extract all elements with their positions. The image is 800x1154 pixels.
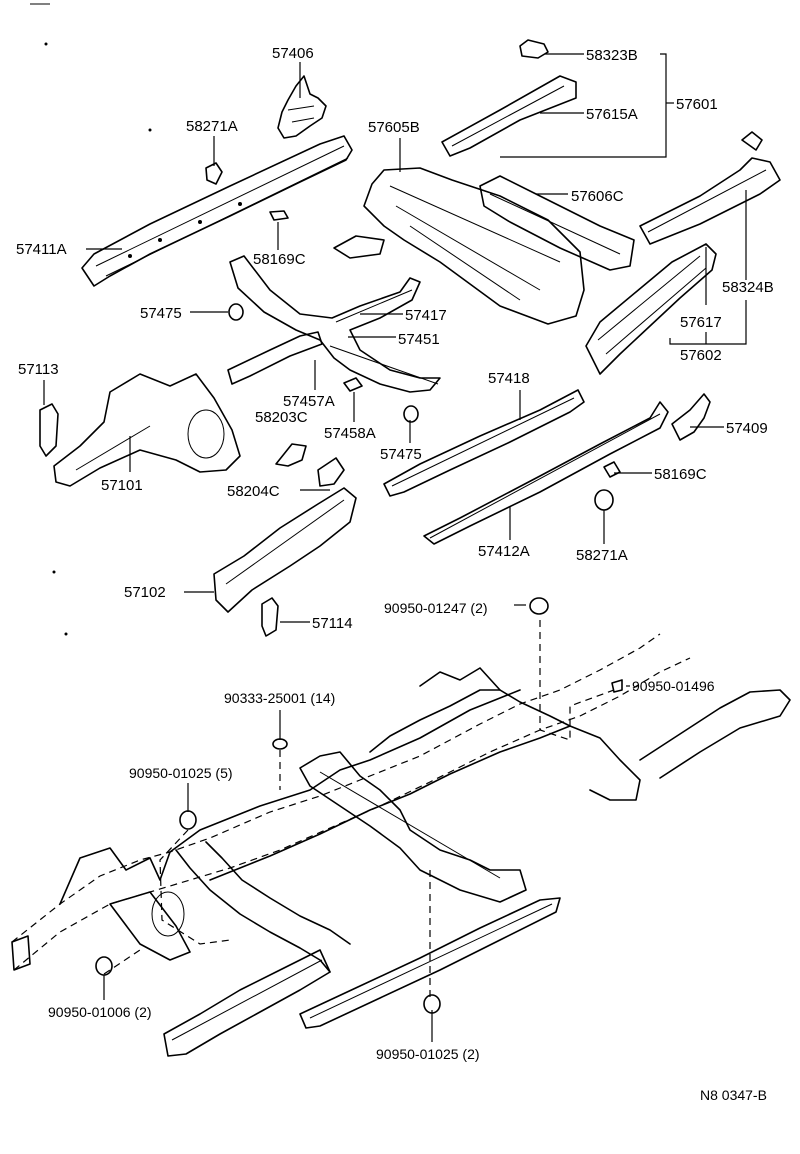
part-57409-bracket <box>671 393 711 441</box>
label-57418: 57418 <box>488 370 530 387</box>
label-57457A: 57457A <box>283 393 335 410</box>
part-57417-57451-crossmember <box>227 255 441 393</box>
grommet-58271A-icon <box>594 489 614 511</box>
plug-90950-01025-2-icon <box>423 994 441 1014</box>
plug-90950-01025-5-icon <box>179 810 197 830</box>
label-58324B: 58324B <box>722 279 774 296</box>
label-57605B: 57605B <box>368 119 420 136</box>
part-57601-rail-right <box>639 131 781 245</box>
label-57412A: 57412A <box>478 543 530 560</box>
label-90333-25001: 90333-25001 (14) <box>224 690 335 706</box>
pad-58169C-bot-icon <box>603 461 621 478</box>
label-58169C-bot: 58169C <box>654 466 707 483</box>
label-57417: 57417 <box>405 307 447 324</box>
label-57406: 57406 <box>272 45 314 62</box>
label-58323B: 58323B <box>586 47 638 64</box>
scan-marks <box>30 3 152 636</box>
plug-90950-01006-icon <box>95 956 113 976</box>
callout-labels: 57406 58271A 57411A 58169C 58323B 57605B… <box>16 45 774 1103</box>
label-58203C: 58203C <box>255 409 308 426</box>
part-57412A-rail <box>423 401 669 545</box>
part-57114-bracket <box>261 597 279 637</box>
frame-assembly <box>11 620 791 1057</box>
label-57409: 57409 <box>726 420 768 437</box>
part-57615A-rail <box>441 75 577 157</box>
plug-57475-a-icon <box>228 303 244 321</box>
part-57102-rail <box>213 487 357 613</box>
leader-lines <box>43 53 747 1042</box>
plug-57475-b-icon <box>403 405 419 423</box>
part-57606C-rail <box>479 175 635 271</box>
label-57458A: 57458A <box>324 425 376 442</box>
fasteners <box>95 39 623 1014</box>
label-57475-b: 57475 <box>380 446 422 463</box>
label-57451: 57451 <box>398 331 440 348</box>
label-90950-01006: 90950-01006 (2) <box>48 1004 152 1020</box>
label-90950-01247: 90950-01247 (2) <box>384 600 488 616</box>
part-57411A-rail <box>81 135 353 287</box>
plug-90950-01496-icon <box>611 679 623 693</box>
label-90950-01496: 90950-01496 <box>632 678 715 694</box>
label-58271A-bot: 58271A <box>576 547 628 564</box>
label-57102: 57102 <box>124 584 166 601</box>
label-57606C: 57606C <box>571 188 624 205</box>
bracket-58323B-icon <box>519 39 549 59</box>
label-57602: 57602 <box>680 347 722 364</box>
part-57418-rail <box>383 389 585 497</box>
label-57113: 57113 <box>18 361 59 378</box>
washer-90333-25001-icon <box>272 738 288 750</box>
part-57406 <box>277 75 327 139</box>
label-58204C: 58204C <box>227 483 280 500</box>
part-57602-rail <box>585 243 717 375</box>
part-58204C-bracket <box>317 457 345 487</box>
nut-58271A-icon <box>205 162 223 185</box>
label-57475-a: 57475 <box>140 305 182 322</box>
figure-code: N8 0347-B <box>700 1087 767 1103</box>
part-57101-apron <box>53 373 241 487</box>
label-57114: 57114 <box>312 615 353 632</box>
label-57601: 57601 <box>676 96 718 113</box>
label-90950-01025-2: 90950-01025 (2) <box>376 1046 480 1062</box>
bracket-57458A-icon <box>343 377 363 392</box>
label-57617: 57617 <box>680 314 722 331</box>
label-57411A: 57411A <box>16 241 67 258</box>
label-90950-01025-5: 90950-01025 (5) <box>129 765 233 781</box>
label-58169C-top: 58169C <box>253 251 306 268</box>
label-58271A-top: 58271A <box>186 118 238 135</box>
label-57615A: 57615A <box>586 106 638 123</box>
plug-90950-01247-icon <box>529 597 549 615</box>
part-57113-bracket <box>39 403 59 457</box>
pad-58169C-icon <box>269 210 289 221</box>
label-57101: 57101 <box>101 477 143 494</box>
part-57605B-floor <box>333 167 585 325</box>
part-58203C-bracket <box>275 443 307 467</box>
